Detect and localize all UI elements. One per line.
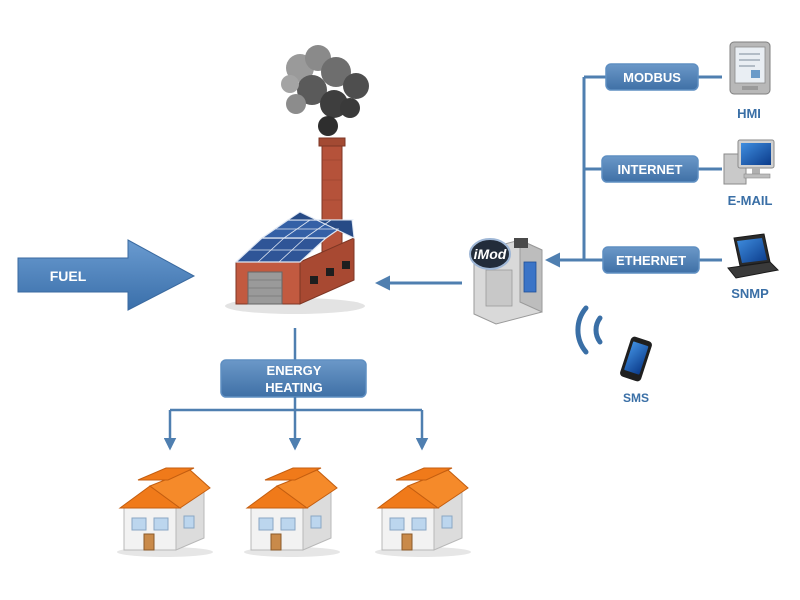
house-2-icon [244, 467, 340, 557]
internet-label: INTERNET [618, 162, 683, 177]
email-caption: E-MAIL [728, 193, 773, 208]
internet-label-box: INTERNET [601, 155, 699, 183]
smoke-icon [281, 45, 369, 136]
hmi-panel-icon [729, 41, 771, 95]
heating-label: HEATING [265, 380, 323, 395]
fuel-arrow: FUEL [17, 239, 196, 311]
house-1-icon [117, 467, 213, 557]
energy-label: ENERGY [267, 363, 322, 378]
modbus-label: MODBUS [623, 70, 681, 85]
fuel-label: FUEL [50, 268, 87, 284]
hmi-caption: HMI [737, 106, 761, 121]
computer-icon [723, 139, 775, 185]
ethernet-label: ETHERNET [616, 253, 686, 268]
smartphone-icon [620, 336, 652, 382]
imod-brand: iMod [474, 246, 507, 262]
sms-caption: SMS [623, 391, 649, 405]
laptop-icon [727, 233, 780, 279]
modbus-label-box: MODBUS [605, 63, 699, 91]
house-3-icon [375, 467, 471, 557]
factory-icon [225, 137, 365, 314]
imod-controller-icon: iMod [469, 238, 543, 325]
energy-heating-box: ENERGY HEATING [220, 359, 367, 398]
wireless-signal-icon [575, 305, 603, 355]
snmp-caption: SNMP [731, 286, 769, 301]
ethernet-label-box: ETHERNET [602, 246, 700, 274]
